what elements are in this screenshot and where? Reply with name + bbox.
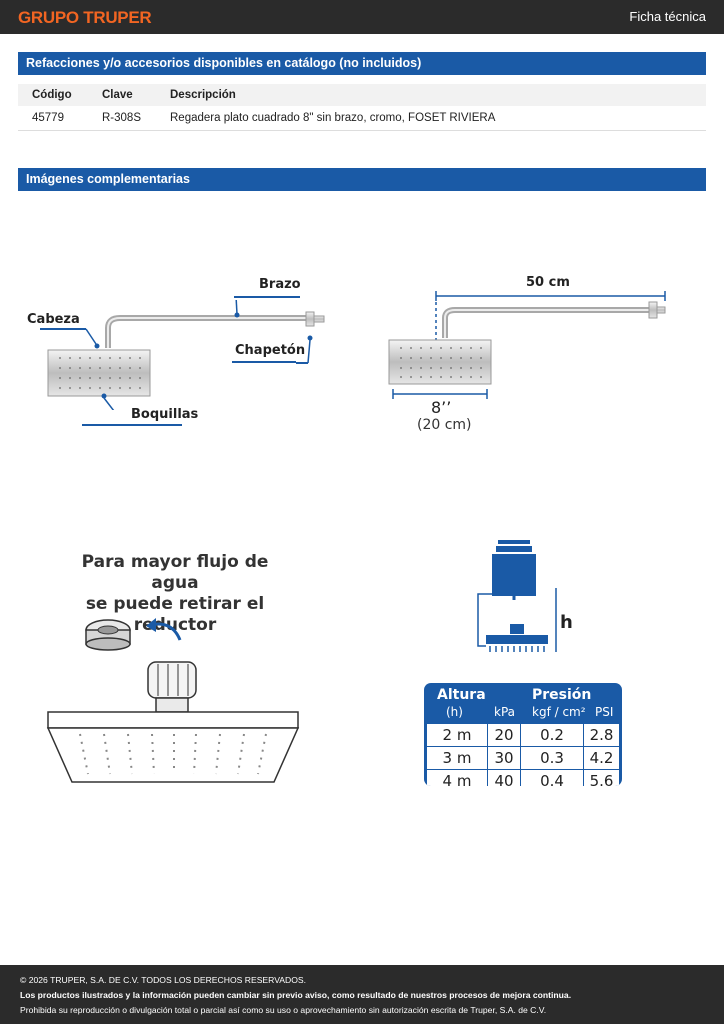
footer-prohibition: Prohibida su reproducción o divulgación … bbox=[20, 1005, 547, 1015]
label-head-size: 8’’ bbox=[431, 398, 452, 417]
column-header: Descripción bbox=[156, 84, 706, 106]
table-cell: 2 m bbox=[426, 723, 488, 747]
accessories-table: Código Clave Descripción 45779 R-308S Re… bbox=[18, 84, 706, 131]
table-cell: 0.3 bbox=[520, 746, 584, 770]
chapeton-underline bbox=[232, 361, 296, 363]
altura-header: Altura bbox=[437, 687, 486, 703]
footer: © 2026 TRUPER, S.A. DE C.V. TODOS LOS DE… bbox=[0, 965, 724, 1024]
table-cell: 40 bbox=[487, 769, 521, 786]
reductor-note-line1: Para mayor flujo de agua bbox=[81, 552, 269, 593]
unit-kpa: kPa bbox=[494, 705, 515, 719]
unit-kgf: kgf / cm² bbox=[532, 705, 586, 719]
table-row: 3 m 30 0.3 4.2 bbox=[426, 746, 620, 770]
table-cell: 4.2 bbox=[583, 746, 620, 770]
brand-logo: GRUPO TRUPER bbox=[18, 8, 152, 27]
shower-parts-illustration bbox=[40, 300, 325, 410]
table-cell: 45779 bbox=[18, 106, 88, 131]
images-section-title: Imágenes complementarias bbox=[18, 168, 706, 191]
table-cell: Regadera plato cuadrado 8" sin brazo, cr… bbox=[156, 106, 706, 131]
table-cell: 20 bbox=[487, 723, 521, 747]
document-type: Ficha técnica bbox=[629, 9, 706, 24]
column-header: Clave bbox=[88, 84, 156, 106]
label-brazo: Brazo bbox=[259, 277, 301, 292]
height-diagram bbox=[477, 540, 557, 652]
table-cell: R-308S bbox=[88, 106, 156, 131]
table-cell: 2.8 bbox=[583, 723, 620, 747]
footer-notice: Los productos ilustrados y la informació… bbox=[20, 990, 572, 1000]
table-cell: 5.6 bbox=[583, 769, 620, 786]
label-chapeton: Chapetón bbox=[235, 343, 306, 358]
altura-unit: (h) bbox=[446, 705, 463, 719]
unit-psi: PSI bbox=[595, 705, 614, 719]
table-row: 4 m 40 0.4 5.6 bbox=[426, 769, 620, 786]
reductor-illustration bbox=[46, 618, 300, 783]
boquillas-underline bbox=[82, 424, 182, 426]
presion-header: Presión bbox=[532, 687, 592, 703]
table-cell: 4 m bbox=[426, 769, 488, 786]
table-header-row: Código Clave Descripción bbox=[18, 84, 706, 106]
pressure-table: Altura (h) Presión kPa kgf / cm² PSI 2 m… bbox=[424, 683, 622, 786]
height-label: h bbox=[560, 612, 573, 633]
table-cell: 0.4 bbox=[520, 769, 584, 786]
label-head-size-cm: (20 cm) bbox=[417, 417, 472, 433]
footer-copyright: © 2026 TRUPER, S.A. DE C.V. TODOS LOS DE… bbox=[20, 975, 307, 985]
table-row: 2 m 20 0.2 2.8 bbox=[426, 723, 620, 747]
table-cell: 3 m bbox=[426, 746, 488, 770]
accessories-section-title: Refacciones y/o accesorios disponibles e… bbox=[18, 52, 706, 75]
label-boquillas: Boquillas bbox=[131, 407, 199, 422]
label-cabeza: Cabeza bbox=[27, 312, 80, 327]
table-row: 45779 R-308S Regadera plato cuadrado 8" … bbox=[18, 106, 706, 131]
table-cell: 30 bbox=[487, 746, 521, 770]
table-cell: 0.2 bbox=[520, 723, 584, 747]
column-header: Código bbox=[18, 84, 88, 106]
top-bar: GRUPO TRUPER Ficha técnica bbox=[0, 0, 724, 34]
shower-dimensions-illustration bbox=[388, 291, 666, 399]
brazo-underline bbox=[234, 296, 300, 298]
label-arm-length: 50 cm bbox=[526, 275, 570, 290]
